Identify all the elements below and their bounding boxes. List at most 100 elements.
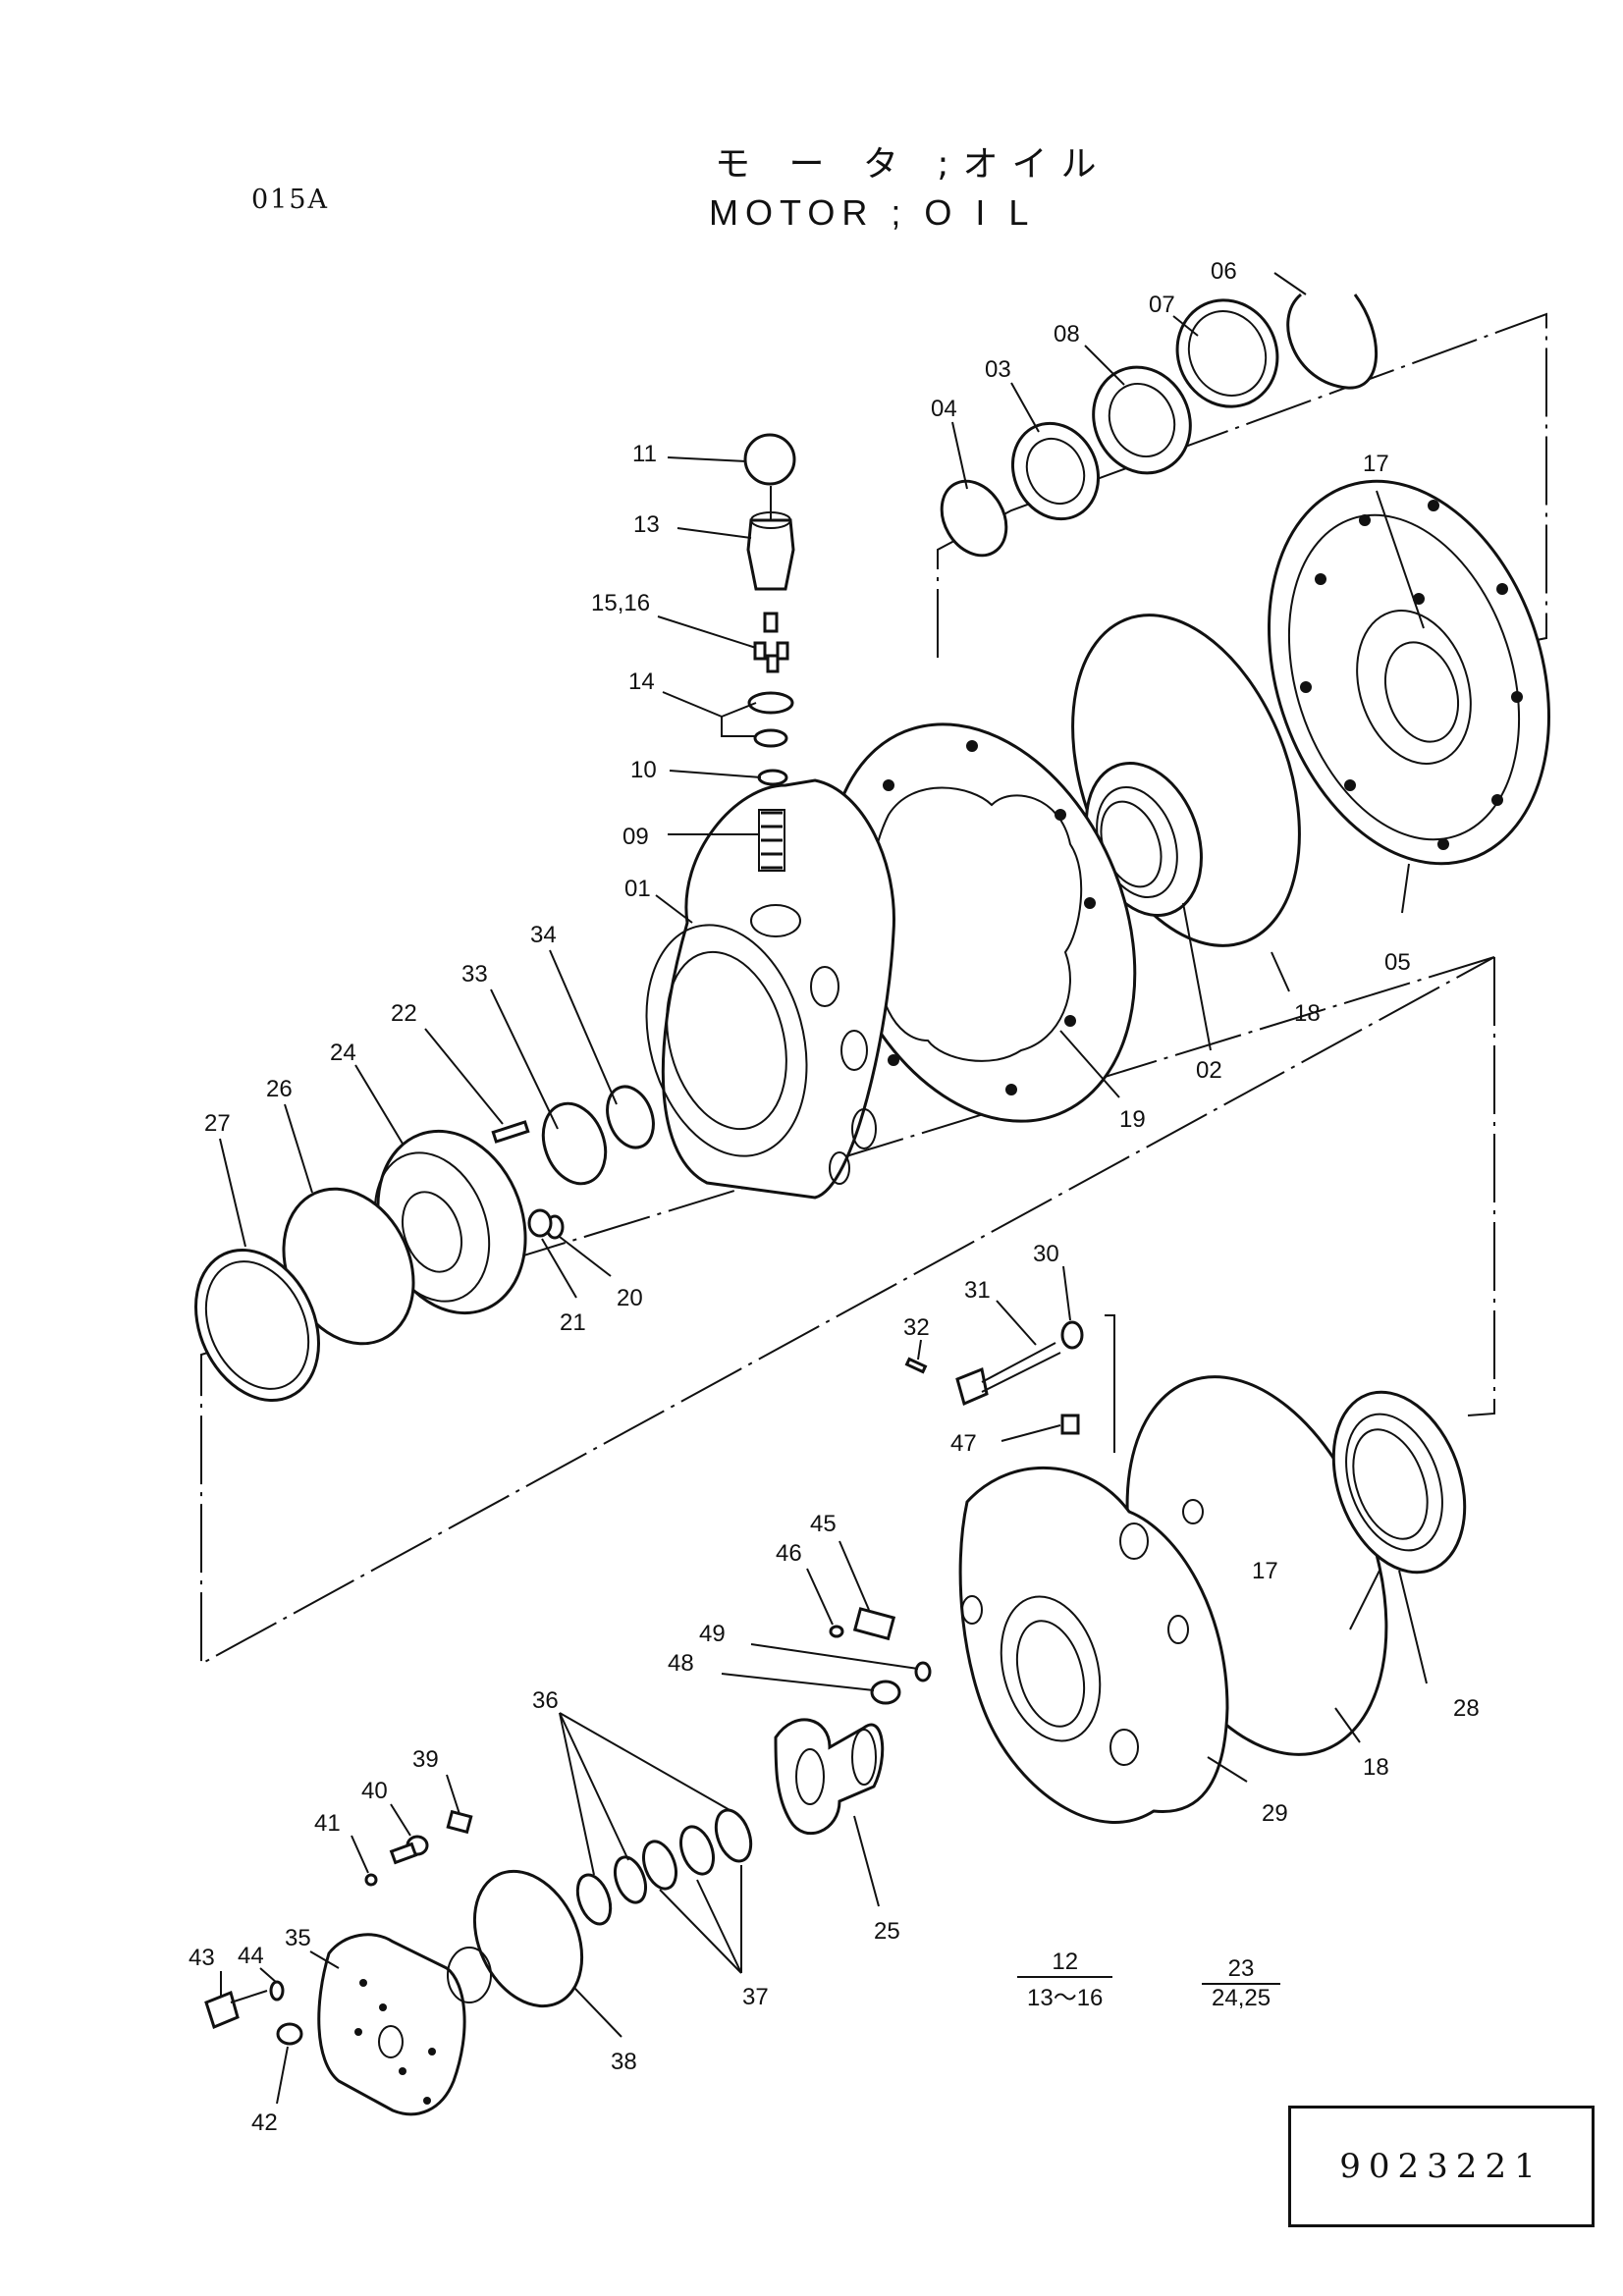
part-03-seal [1010, 421, 1101, 521]
sheet-code: 015A [251, 185, 330, 215]
part-09-spring [758, 809, 785, 872]
callout-29: 29 [1262, 1800, 1288, 1827]
part-43-bolt [204, 1990, 268, 2030]
callout-05: 05 [1384, 949, 1411, 976]
callout-25: 25 [874, 1918, 900, 1945]
part-10-plate [757, 769, 788, 786]
callout-43: 43 [189, 1945, 215, 1971]
part-33-plate [541, 1101, 608, 1186]
callout-01: 01 [624, 876, 651, 902]
callout-34: 34 [530, 922, 557, 948]
part-32-pin [904, 1357, 928, 1374]
assembly-note-23-number: 23 [1202, 1955, 1281, 1985]
callout-03: 03 [985, 356, 1011, 383]
part-04-o-ring [940, 479, 1008, 558]
part-14-o-rings [747, 691, 794, 748]
part-41-ball [364, 1873, 378, 1887]
callout-17-lower: 17 [1252, 1558, 1278, 1584]
part-25-spool [774, 1718, 885, 1835]
callout-14: 14 [628, 668, 655, 695]
callout-36: 36 [532, 1687, 559, 1714]
part-27-ring [194, 1248, 320, 1403]
callout-02: 02 [1196, 1057, 1222, 1084]
assembly-note-12-number: 12 [1017, 1949, 1113, 1978]
callout-39: 39 [412, 1746, 439, 1773]
callout-21: 21 [560, 1309, 586, 1336]
part-08-ring [1092, 365, 1192, 475]
part-39-plate [446, 1809, 473, 1835]
callout-49: 49 [699, 1621, 726, 1647]
part-45-plate [852, 1607, 896, 1641]
part-06-snap-ring [1286, 293, 1379, 390]
callout-47: 47 [950, 1430, 977, 1457]
callout-18-upper: 18 [1294, 1000, 1321, 1027]
callout-18-lower: 18 [1363, 1754, 1389, 1781]
part-42-plug [276, 2022, 303, 2046]
callout-08: 08 [1054, 321, 1080, 347]
callout-40: 40 [361, 1778, 388, 1804]
callout-26: 26 [266, 1076, 293, 1102]
part-11-ball [743, 433, 796, 486]
title-japanese: モ ー タ ;オイル [715, 144, 1110, 185]
callout-06: 06 [1211, 258, 1237, 285]
part-49-o-ring [914, 1661, 932, 1682]
callout-48: 48 [668, 1650, 694, 1677]
part-30-washer [1060, 1320, 1084, 1350]
callout-27: 27 [204, 1110, 231, 1137]
part-29-housing [958, 1466, 1229, 1824]
assembly-note-23: 23 24,25 [1202, 1955, 1281, 2012]
part-28-bearing [1331, 1390, 1467, 1575]
callout-15-16: 15,16 [591, 590, 650, 616]
callout-38: 38 [611, 2049, 637, 2075]
part-07-ring [1175, 298, 1279, 408]
part-34-o-ring [606, 1085, 655, 1149]
callout-17-upper: 17 [1363, 451, 1389, 477]
callout-33: 33 [461, 961, 488, 988]
part-35-cover [317, 1933, 492, 2116]
title-english: MOTOR ; O I L [709, 192, 1036, 233]
part-24-valve-plate [373, 1129, 527, 1315]
callout-10: 10 [630, 757, 657, 783]
leader-lines [219, 272, 1428, 2105]
part-21-plug [527, 1208, 553, 1238]
callout-31: 31 [964, 1277, 991, 1304]
part-40-bolt [389, 1835, 429, 1865]
callout-46: 46 [776, 1540, 802, 1567]
callout-04: 04 [931, 396, 957, 422]
callout-20: 20 [617, 1285, 643, 1311]
callout-22: 22 [391, 1000, 417, 1027]
part-44-washer [269, 1980, 285, 2002]
part-01-cylinder-block [645, 778, 895, 1200]
part-05-cover [1268, 479, 1550, 866]
document-number-box: 9023221 [1288, 2106, 1595, 2227]
part-15-16-pins [753, 612, 789, 673]
callout-09: 09 [622, 824, 649, 850]
callout-35: 35 [285, 1925, 311, 1951]
part-36-37-seal-rings [575, 1808, 753, 1926]
assembly-note-12: 12 13～16 [1017, 1949, 1113, 2012]
callout-28: 28 [1453, 1695, 1480, 1722]
callout-13: 13 [633, 511, 660, 538]
part-38-o-ring [472, 1869, 584, 2008]
callout-37: 37 [742, 1984, 769, 2010]
callout-45: 45 [810, 1511, 837, 1537]
callout-19: 19 [1119, 1106, 1146, 1133]
document-number: 9023221 [1339, 2147, 1543, 2186]
callout-42: 42 [251, 2109, 278, 2136]
callout-07: 07 [1149, 292, 1175, 318]
callout-24: 24 [330, 1040, 356, 1066]
callout-32: 32 [903, 1314, 930, 1341]
part-31-bolt [955, 1342, 1061, 1407]
callout-44: 44 [238, 1943, 264, 1969]
part-48-plug [870, 1680, 901, 1705]
callout-41: 41 [314, 1810, 341, 1837]
callout-labels: 06 07 08 03 04 17 05 18 02 19 11 13 15,1… [189, 258, 1480, 2136]
assembly-note-12-parts: 13～16 [1027, 1985, 1104, 2011]
callout-30: 30 [1033, 1241, 1059, 1267]
part-22-pin [491, 1120, 530, 1144]
assembly-note-23-parts: 24,25 [1212, 1985, 1271, 2011]
part-47-plug [1060, 1414, 1080, 1435]
part-46-screw [829, 1625, 844, 1638]
